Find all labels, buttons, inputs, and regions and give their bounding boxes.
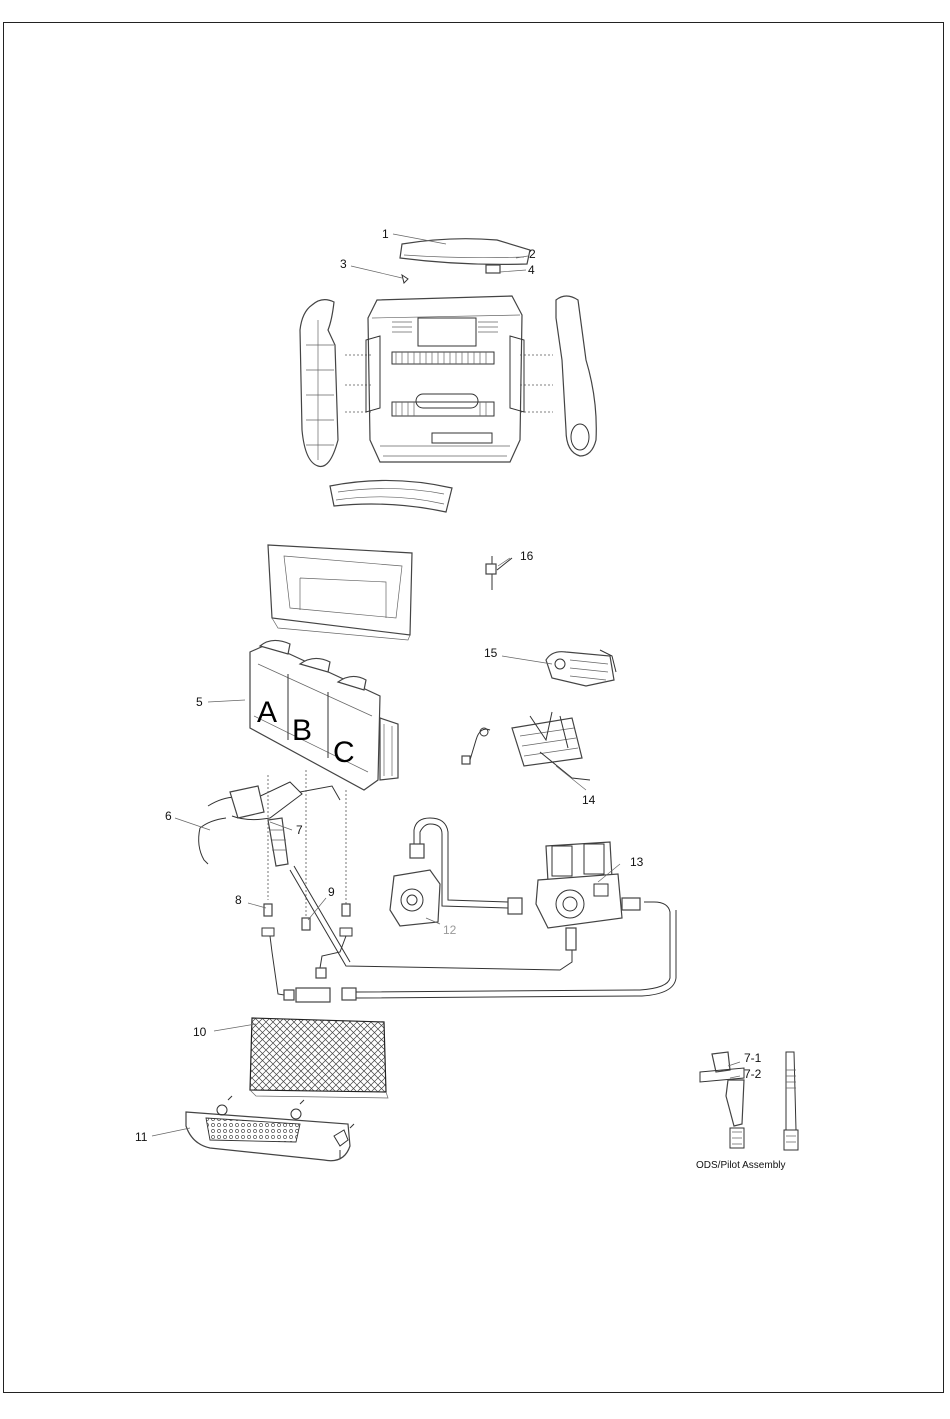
callout-6: 6	[165, 809, 172, 823]
callout-4: 4	[528, 263, 535, 277]
callout-16: 16	[520, 549, 534, 563]
callout-2: 2	[529, 247, 536, 261]
callout-10: 10	[193, 1025, 207, 1039]
part-10-mesh-screen	[250, 1018, 388, 1098]
left-side-panel	[300, 300, 338, 467]
callout-1: 1	[382, 227, 389, 241]
callout-7-1: 7-1	[744, 1051, 762, 1065]
right-side-panel	[556, 296, 596, 456]
callout-12: 12	[443, 923, 457, 937]
burner-panel-b: B	[292, 714, 312, 747]
top-grille	[400, 239, 530, 283]
callout-7: 7	[296, 823, 303, 837]
bottom-trim	[330, 480, 452, 512]
part-11-lower-grille	[186, 1096, 354, 1161]
callout-3: 3	[340, 257, 347, 271]
firebox-tray	[268, 545, 412, 640]
callout-14: 14	[582, 793, 596, 807]
callout-15: 15	[484, 646, 498, 660]
callout-11: 11	[135, 1130, 148, 1144]
part-13-gas-valve	[536, 842, 640, 950]
callout-8: 8	[235, 893, 242, 907]
callout-13: 13	[630, 855, 644, 869]
part-15-assembly	[546, 650, 616, 686]
main-housing	[345, 296, 553, 462]
burner-panel-c: C	[333, 736, 355, 769]
part-16-clip	[486, 556, 512, 590]
pilot-assembly	[199, 782, 340, 866]
inset-caption: ODS/Pilot Assembly	[696, 1160, 785, 1171]
part-14-assembly	[462, 712, 590, 780]
burner-panel-a: A	[257, 696, 277, 729]
callout-5: 5	[196, 695, 203, 709]
callout-9: 9	[328, 885, 335, 899]
part-12-regulator	[390, 818, 522, 926]
callout-7-2: 7-2	[744, 1067, 762, 1081]
